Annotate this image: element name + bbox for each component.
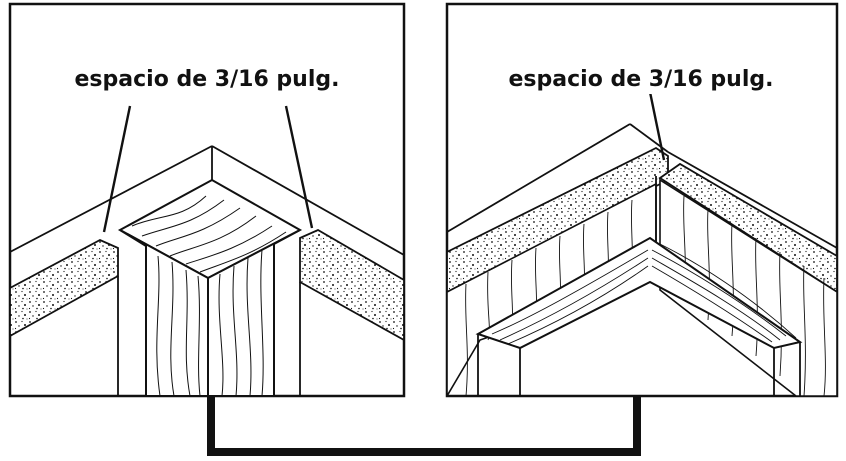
- connector-bracket: [207, 396, 641, 456]
- right-pointer-line: [648, 91, 666, 161]
- left-post-front-right: [207, 229, 301, 396]
- right-top-plate-grain: [491, 243, 797, 345]
- right-posts: [477, 334, 801, 396]
- left-insulation-strip-b: [299, 228, 404, 342]
- right-panel: espacio de 3/16 pulg.: [445, 2, 839, 398]
- right-insulation-strip-a: [447, 146, 669, 294]
- left-gap-label: espacio de 3/16 pulg.: [75, 67, 340, 92]
- left-post-grain: [156, 249, 264, 396]
- right-gap-label: espacio de 3/16 pulg.: [509, 67, 774, 92]
- left-insulation-strip-a: [10, 238, 119, 338]
- left-panel: espacio de 3/16 pulg.: [8, 2, 406, 398]
- left-pointer-line-a: [102, 105, 132, 233]
- left-studs: [117, 276, 301, 396]
- left-post-top-grain: [131, 195, 287, 273]
- left-pointer-line-b: [284, 105, 314, 229]
